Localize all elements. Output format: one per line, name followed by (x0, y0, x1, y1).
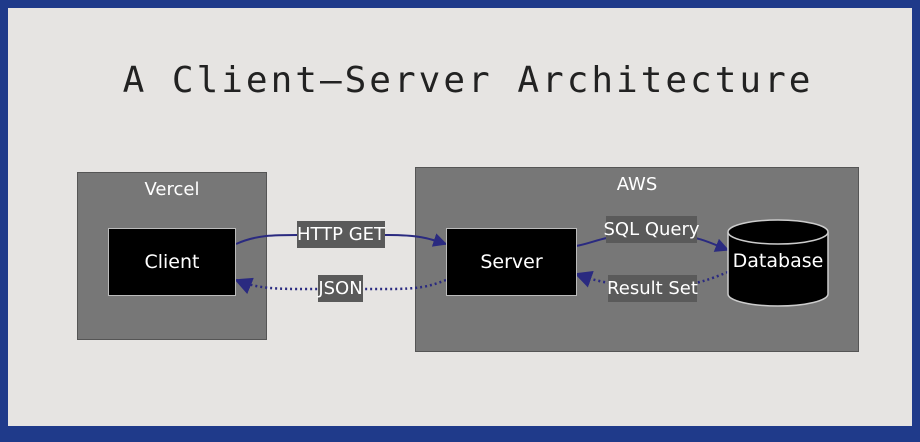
vercel-group-label: Vercel (144, 179, 200, 200)
database-cylinder (727, 219, 829, 307)
edges-layer (234, 219, 829, 307)
edge-label-http-get: HTTP GET (297, 221, 385, 248)
database-node-label[interactable]: Database (732, 250, 824, 272)
diagram-title: A Client—Server Architecture (122, 60, 814, 101)
aws-group-label: AWS (616, 174, 658, 195)
client-node-label: Client (144, 251, 200, 273)
client-node[interactable]: Client (108, 228, 236, 296)
edge-json (234, 277, 447, 295)
edge-label-json: JSON (318, 275, 363, 302)
edge-label-sql-query: SQL Query (603, 216, 700, 243)
server-node-label: Server (480, 251, 543, 273)
edge-label-result-set: Result Set (607, 275, 698, 302)
server-node[interactable]: Server (446, 228, 577, 296)
